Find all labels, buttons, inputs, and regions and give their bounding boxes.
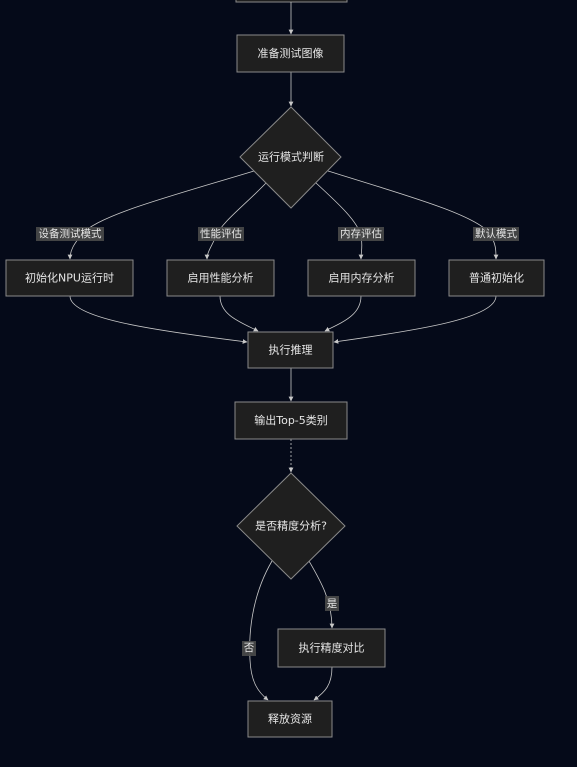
edge-label-device-test: 设备测试模式 (36, 227, 104, 241)
node-accuracy-compare-label: 执行精度对比 (299, 641, 365, 655)
edge-enable-mem-to-inference (324, 295, 362, 332)
node-accuracy-decision-label: 是否精度分析? (255, 519, 327, 533)
edge-decision-to-enable-mem (315, 182, 364, 260)
edge-label-yes: 是 (325, 596, 339, 611)
edge-label-yes-text: 是 (327, 598, 338, 610)
node-release: 释放资源 (247, 700, 333, 738)
edge-normal-init-to-inference (333, 295, 497, 344)
node-inference-label: 执行推理 (269, 343, 313, 357)
edge-label-perf-eval-text: 性能评估 (200, 227, 242, 240)
node-output-top5-label: 输出Top-5类别 (254, 413, 328, 427)
edges (67, 2, 499, 701)
node-accuracy-decision: 是否精度分析? (236, 472, 346, 580)
node-normal-init: 普通初始化 (448, 259, 545, 297)
edge-compare-to-release (313, 666, 333, 701)
edge-decision-to-normal-init (327, 170, 499, 260)
node-enable-perf: 启用性能分析 (166, 259, 275, 297)
node-normal-init-label: 普通初始化 (469, 271, 524, 285)
node-enable-mem-label: 启用内存分析 (329, 271, 395, 285)
node-inference: 执行推理 (247, 331, 334, 369)
edge-decision-to-init-npu (67, 170, 255, 260)
edge-enable-perf-to-inference (219, 295, 259, 332)
edge-label-device-test-text: 设备测试模式 (39, 227, 102, 240)
edge-label-mem-eval-text: 内存评估 (340, 227, 382, 240)
node-output-top5: 输出Top-5类别 (234, 401, 348, 440)
node-prepare-image: 准备测试图像 (236, 34, 345, 73)
edge-accuracy-yes (308, 560, 335, 629)
node-accuracy-compare: 执行精度对比 (277, 628, 386, 668)
edge-label-perf-eval: 性能评估 (198, 227, 244, 241)
edge-label-mem-eval: 内存评估 (338, 227, 384, 241)
node-enable-mem: 启用内存分析 (307, 259, 416, 297)
previous-node (235, 0, 348, 3)
edge-label-default-mode: 默认模式 (473, 227, 519, 241)
edge-init-npu-to-inference (69, 295, 248, 344)
edge-label-no: 否 (242, 641, 256, 656)
node-mode-decision-label: 运行模式判断 (258, 150, 324, 164)
node-release-label: 释放资源 (268, 712, 312, 726)
edge-accuracy-no (249, 560, 273, 701)
node-prepare-image-label: 准备测试图像 (258, 46, 324, 60)
node-init-npu-label: 初始化NPU运行时 (25, 271, 114, 285)
node-enable-perf-label: 启用性能分析 (188, 271, 254, 285)
node-mode-decision: 运行模式判断 (239, 106, 342, 209)
edge-label-default-mode-text: 默认模式 (475, 227, 517, 240)
edge-decision-to-enable-perf (204, 182, 267, 260)
node-init-npu: 初始化NPU运行时 (5, 259, 134, 297)
edge-label-no-text: 否 (244, 642, 255, 654)
